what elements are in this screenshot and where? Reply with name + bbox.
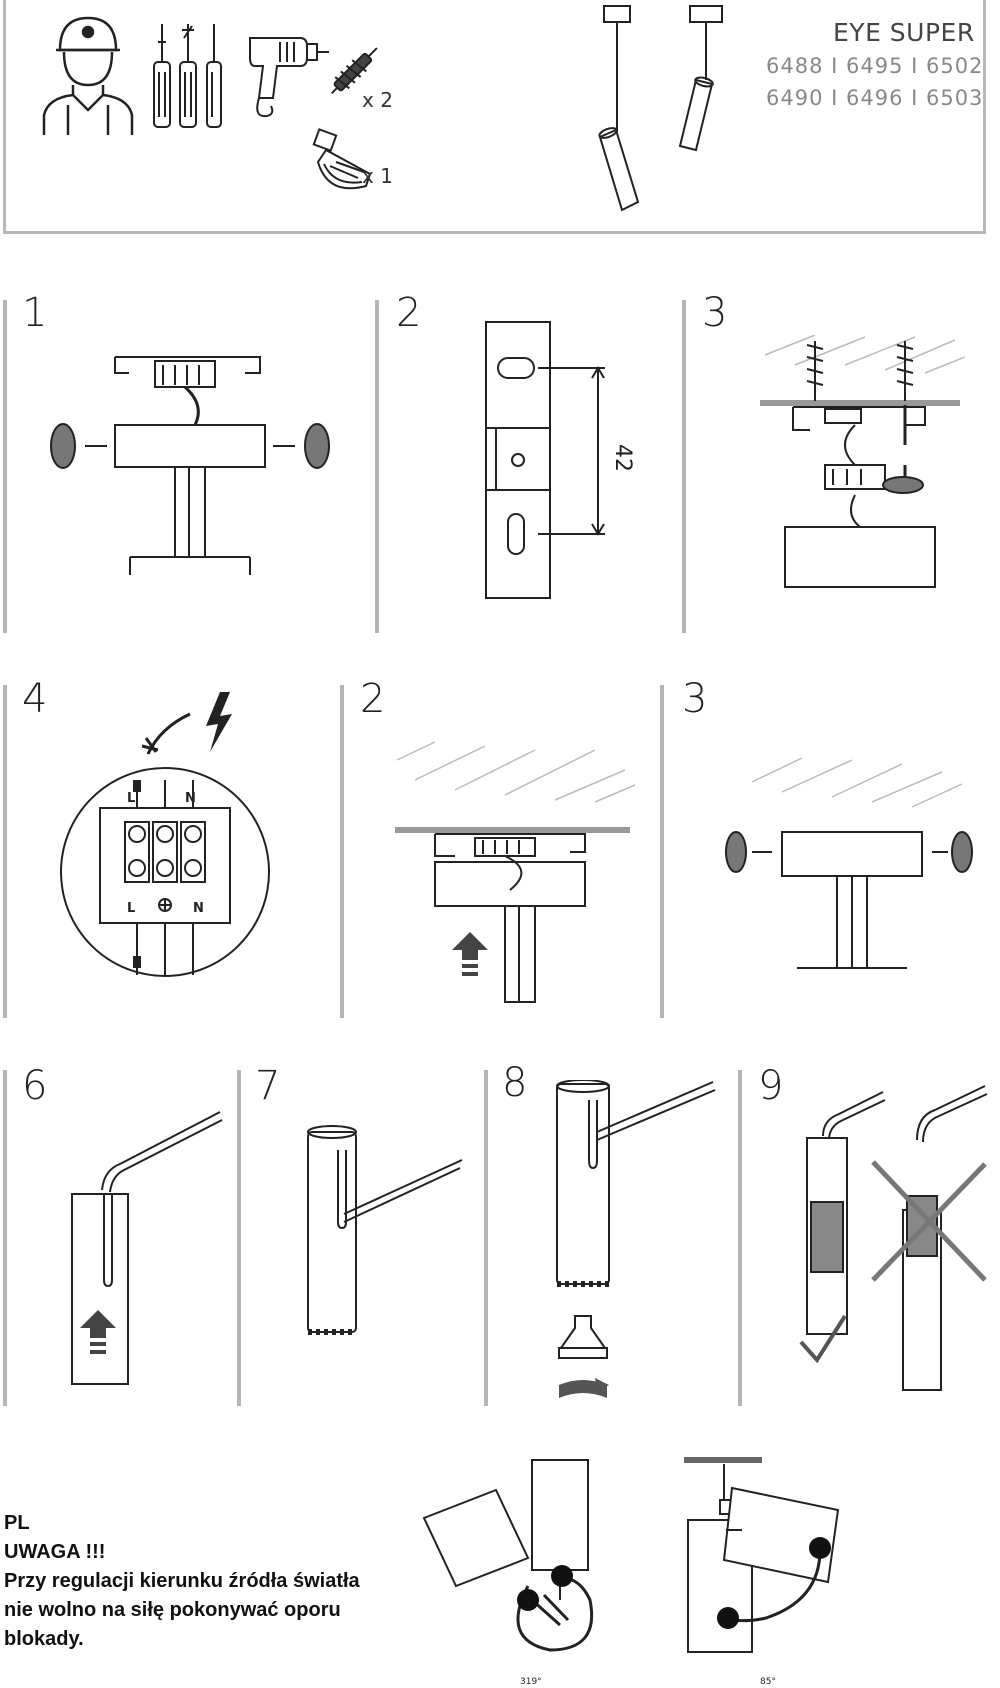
check-icon bbox=[799, 1314, 847, 1364]
product-codes-row1: 6488 I 6495 I 6502 bbox=[766, 54, 984, 78]
step-number: 7 bbox=[255, 1063, 281, 1109]
divider bbox=[3, 300, 7, 633]
step-number: 4 bbox=[22, 676, 48, 722]
terminal-label-live: L bbox=[127, 791, 135, 806]
divider bbox=[3, 685, 7, 1018]
product-name: EYE SUPER bbox=[833, 18, 975, 47]
note-line2: nie wolno na siłę pokonywać oporu bbox=[4, 1599, 341, 1621]
rotate-icon bbox=[559, 1378, 609, 1398]
step-number: 6 bbox=[22, 1063, 48, 1109]
lightning-icon bbox=[141, 692, 232, 755]
arrow-up-icon bbox=[80, 1310, 116, 1354]
angle-left: 319° bbox=[520, 1677, 542, 1687]
step3-illustration bbox=[760, 335, 965, 588]
note-line3: blokady. bbox=[4, 1628, 84, 1650]
screwdriver-icon bbox=[153, 24, 222, 128]
step7-illustration bbox=[307, 1125, 463, 1335]
terminal-label-neutral: N bbox=[193, 901, 204, 916]
installer-icon bbox=[42, 16, 134, 135]
drill-icon bbox=[249, 37, 329, 118]
note-line1: Przy regulacji kierunku źródła światła bbox=[4, 1570, 360, 1592]
note-heading: UWAGA !!! bbox=[4, 1541, 106, 1563]
step6-illustration bbox=[71, 1111, 223, 1385]
dowel-icon bbox=[330, 47, 378, 95]
rotation-left-illustration bbox=[422, 1459, 594, 1652]
step8-illustration bbox=[556, 1080, 716, 1398]
bulb-icon bbox=[312, 128, 372, 190]
divider bbox=[484, 1070, 488, 1406]
step-number: 8 bbox=[502, 1060, 528, 1106]
divider bbox=[237, 1070, 241, 1406]
divider bbox=[340, 685, 344, 1018]
arrow-up-icon bbox=[452, 932, 488, 976]
step-number: 3 bbox=[682, 676, 708, 722]
divider bbox=[375, 300, 379, 633]
dimension-label: 42 bbox=[610, 444, 635, 472]
step-number: 2 bbox=[360, 676, 386, 722]
terminal-label-live-bottom: L bbox=[127, 901, 135, 916]
angle-right: 85° bbox=[760, 1677, 776, 1687]
divider bbox=[3, 1070, 7, 1406]
product-codes-row2: 6490 I 6496 I 6503 bbox=[766, 86, 984, 110]
terminal-block-illustration: L N L N bbox=[60, 767, 270, 977]
divider bbox=[738, 1070, 742, 1406]
step2b-illustration bbox=[395, 741, 635, 1003]
terminal-label-neutral-top: N bbox=[185, 791, 196, 806]
note-language: PL bbox=[4, 1512, 30, 1534]
header-box bbox=[3, 0, 986, 234]
warning-note: PL UWAGA !!! Przy regulacji kierunku źró… bbox=[4, 1509, 360, 1654]
rotation-right-illustration bbox=[684, 1457, 840, 1653]
step-number: 3 bbox=[702, 290, 728, 336]
divider bbox=[682, 300, 686, 633]
cross-icon bbox=[871, 1160, 987, 1282]
step3b-illustration bbox=[725, 757, 973, 969]
step1-illustration bbox=[50, 356, 330, 575]
bulb-quantity: x 1 bbox=[362, 164, 393, 188]
step-number: 1 bbox=[22, 290, 48, 336]
divider bbox=[660, 685, 664, 1018]
lamp-icon bbox=[598, 5, 723, 212]
step2-illustration: 42 bbox=[485, 321, 635, 599]
dowel-quantity: x 2 bbox=[362, 88, 393, 112]
step9-illustration bbox=[799, 1085, 988, 1391]
step-number: 2 bbox=[396, 290, 422, 336]
step-number: 9 bbox=[758, 1063, 784, 1109]
